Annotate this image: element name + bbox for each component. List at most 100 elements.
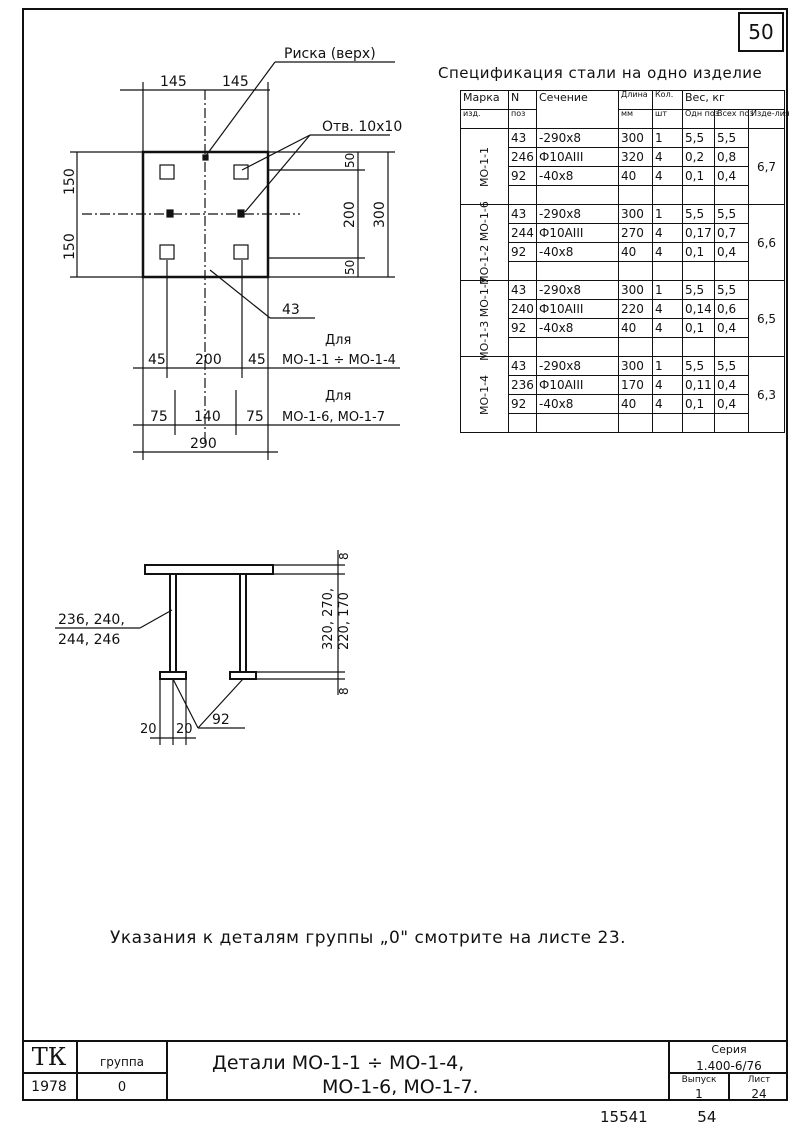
spec-cell-length: 40 [618, 166, 653, 186]
spec-cell-one: 0,11 [682, 375, 715, 395]
spec-cell-one: 5,5 [682, 356, 715, 376]
group-value: 0 [78, 1074, 168, 1101]
table-row [461, 261, 785, 281]
spec-cell-section: -40x8 [536, 394, 619, 414]
dim-b-3: 75 [246, 409, 264, 425]
dim-a-2: 200 [195, 352, 222, 368]
dim-a-3: 45 [248, 352, 266, 368]
base-dim-1: 20 [140, 722, 157, 737]
side-height-1: 320, 270, [321, 588, 336, 650]
dim-left-1: 150 [62, 168, 78, 195]
spec-item-weight: 6,7 [747, 128, 786, 205]
spec-cell-pos: 244 [508, 223, 537, 243]
bottom-numbers: 15541 54 [600, 1108, 716, 1126]
dim-b-2: 140 [194, 409, 221, 425]
side-bottom-thk: 8 [337, 687, 351, 695]
issue-label: Выпуск [668, 1074, 730, 1087]
spec-cell-one: 0,17 [682, 223, 715, 243]
note-b-line2: МО-1-6, МО-1-7 [282, 410, 385, 425]
spec-mark: МО-1-4 [460, 356, 509, 433]
spec-title: Спецификация стали на одно изделие [438, 64, 763, 82]
spec-item-weight: 6,3 [747, 356, 786, 433]
title-line-1: Детали МО-1-1 ÷ МО-1-4, [212, 1052, 465, 1074]
note-a-line2: МО-1-1 ÷ МО-1-4 [282, 353, 396, 368]
spec-table: Марка N Сечение Длина Кол. Вес, кг изд. … [460, 90, 790, 433]
series-label: Серия [668, 1042, 788, 1058]
sheet-value: 24 [751, 1087, 767, 1101]
spec-cell-length: 40 [618, 242, 653, 262]
sheet-number: 50 [738, 12, 784, 52]
plate-label: 92 [212, 712, 230, 728]
series-value: 1.400-6/76 [668, 1058, 788, 1074]
title-line-2: МО-1-6, МО-1-7. [322, 1076, 479, 1098]
org-code: ТК [22, 1042, 78, 1074]
spec-cell-all: 0,4 [714, 394, 749, 414]
side-height-2: 220, 170 [337, 592, 352, 650]
base-dim-2: 20 [176, 722, 193, 737]
spec-cell-section: Ф10АIII [536, 299, 619, 319]
spec-cell-all: 0,4 [714, 375, 749, 395]
spec-mark: МО-1-2 МО-1-6 [460, 201, 509, 284]
note-a-line1: Для [325, 333, 351, 348]
spec-cell-section: -40x8 [536, 166, 619, 186]
bottom-number-1: 15541 [600, 1108, 648, 1126]
title-block: ТК 1978 группа 0 Детали МО-1-1 ÷ МО-1-4,… [22, 1040, 788, 1101]
dim-right-total: 300 [372, 201, 388, 228]
side-top-thk: 8 [337, 552, 351, 560]
spec-cell-pos: 43 [508, 356, 537, 376]
dim-a-1: 45 [148, 352, 166, 368]
table-row [461, 413, 785, 433]
sheet-frame [22, 8, 788, 1101]
bars-label-1: 236, 240, [58, 612, 125, 628]
spec-cell-one: 0,14 [682, 299, 715, 319]
group-label: группа [78, 1042, 168, 1074]
dim-right-1: 50 [343, 153, 357, 168]
bottom-number-2: 54 [697, 1108, 717, 1126]
bars-label-2: 244, 246 [58, 632, 120, 648]
dim-right-3: 50 [343, 260, 357, 275]
spec-cell-length: 270 [618, 223, 653, 243]
header-mark: Марка [460, 90, 509, 110]
spec-item-weight: 6,6 [747, 204, 786, 281]
risk-label: Риска (верх) [284, 46, 376, 62]
hole-label: Отв. 10x10 [322, 119, 402, 135]
spec-cell-pos: 236 [508, 375, 537, 395]
spec-cell-all [714, 413, 749, 433]
dim-top-1: 145 [160, 74, 187, 90]
year: 1978 [22, 1074, 78, 1101]
dim-left-2: 150 [62, 233, 78, 260]
sheet-label: Лист [747, 1075, 771, 1085]
dim-top-2: 145 [222, 74, 249, 90]
spec-cell-length: 300 [618, 204, 653, 224]
spec-cell-section: -40x8 [536, 242, 619, 262]
table-row [461, 185, 785, 205]
spec-cell-length: 300 [618, 280, 653, 300]
drawing-note: Указания к деталям группы „0" смотрите н… [110, 928, 627, 948]
header-section: Сечение [536, 90, 619, 129]
spec-cell-length: 170 [618, 375, 653, 395]
spec-cell-all: 5,5 [714, 356, 749, 376]
spec-cell-one: 5,5 [682, 128, 715, 148]
spec-cell-pos: 92 [508, 394, 537, 414]
spec-cell-pos: 92 [508, 166, 537, 186]
pos-label: 43 [282, 302, 300, 318]
note-b-line1: Для [325, 389, 351, 404]
dim-b-1: 75 [150, 409, 168, 425]
dim-total: 290 [190, 436, 217, 452]
spec-cell-one: 5,5 [682, 280, 715, 300]
issue-value: 1 [668, 1087, 730, 1101]
spec-cell-all: 0,4 [714, 242, 749, 262]
drawings: 145 145 Риска (верх) Отв. 10x10 150 150 … [55, 46, 402, 745]
spec-mark: МО-1-1 [460, 128, 509, 205]
dim-right-2: 200 [342, 201, 358, 228]
